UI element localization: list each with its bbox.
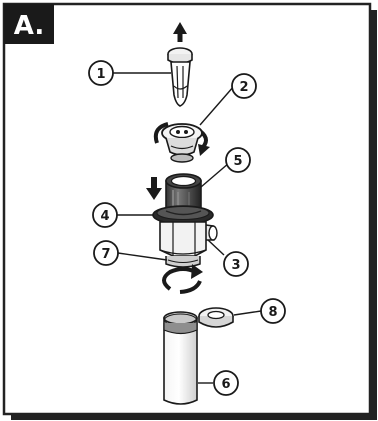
callout-5-number: 5: [233, 154, 242, 169]
down-arrow-icon: [146, 177, 162, 200]
callout-7: 7: [93, 240, 119, 266]
part-1-stem: [167, 22, 193, 107]
callout-1: 1: [88, 60, 114, 86]
callout-2: 2: [231, 73, 257, 99]
part-2-cap: [153, 122, 210, 163]
callout-6-number: 6: [221, 377, 230, 392]
panel-label: A.: [14, 11, 44, 41]
part-7-thread: [165, 256, 201, 268]
callout-6: 6: [213, 370, 239, 396]
callout-3: 3: [223, 251, 249, 277]
callout-2-number: 2: [239, 80, 248, 95]
callout-3-number: 3: [231, 258, 240, 273]
panel-label-tab: [4, 4, 54, 44]
part-6-cylinder: [163, 311, 198, 405]
callout-4: 4: [92, 202, 118, 228]
part-8-washer: [198, 307, 234, 328]
part-4-flange: [152, 205, 214, 225]
rotate-arrow-icon: [162, 264, 203, 294]
callout-5: 5: [225, 147, 251, 173]
callout-7-number: 7: [101, 247, 110, 262]
callout-8-number: 8: [268, 305, 277, 320]
leader-lines: [113, 72, 262, 384]
up-arrow-icon: [173, 22, 187, 42]
callout-4-number: 4: [100, 209, 109, 224]
callout-8: 8: [260, 298, 286, 324]
callout-1-number: 1: [96, 67, 105, 82]
